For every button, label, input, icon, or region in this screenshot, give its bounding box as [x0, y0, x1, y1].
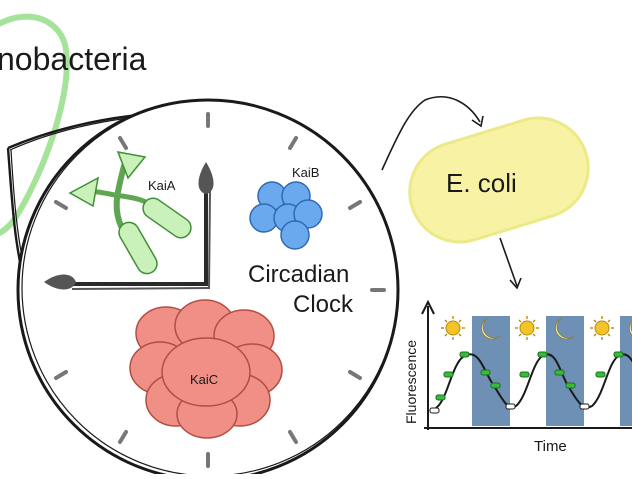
output-arrow [499, 237, 518, 287]
empty-marker [505, 403, 516, 410]
minute-hand-line-2 [71, 287, 211, 290]
kaia-capsule-right [142, 197, 192, 239]
kaic-protein [129, 299, 283, 439]
reporter-marker [490, 382, 501, 389]
kaic-core [161, 337, 251, 407]
kaib-label: KaiB [292, 165, 319, 180]
moon-icon [554, 317, 575, 340]
kaia-protein [68, 151, 192, 275]
tick-8 [54, 370, 68, 380]
sun-icon [590, 316, 614, 340]
y-axis-label: Fluorescence [403, 340, 419, 424]
clock-label-line2: Clock [293, 291, 354, 318]
night-band-3 [620, 316, 632, 426]
tick-5 [288, 430, 298, 444]
kaib-ball-6 [280, 220, 310, 250]
sun-icon-disc [594, 320, 610, 336]
sun-icon-disc [445, 320, 461, 336]
empty-marker [429, 407, 440, 414]
fluorescence-chart [421, 299, 632, 430]
sun-icon [441, 316, 465, 340]
kaib-ball-5 [293, 199, 323, 229]
empty-markers [429, 403, 590, 414]
cyanobacteria-label: nobacteria [0, 41, 147, 77]
reporter-marker [519, 371, 530, 378]
reporter-marker [554, 369, 565, 376]
hour-hand-tip [198, 162, 214, 194]
minute-hand-tip [44, 274, 76, 290]
clock-label-line1: Circadian [248, 261, 349, 288]
tick-7 [118, 430, 128, 444]
transfer-arrowhead [471, 115, 484, 128]
tick-2 [348, 200, 362, 210]
reporter-marker [435, 394, 446, 401]
fluorescence-trace [435, 353, 632, 409]
tick-11 [118, 136, 128, 150]
reporter-marker [565, 382, 576, 389]
reporter-marker [537, 351, 548, 358]
ecoli-label: E. coli [446, 168, 517, 198]
cyanobacterium-cell [0, 13, 70, 236]
kaia-triangle-top [116, 151, 147, 180]
kaia-stem [113, 163, 127, 231]
reporter-markers [435, 351, 624, 401]
kaib-protein [249, 181, 323, 250]
ecoli-cell [408, 116, 590, 244]
tick-1 [288, 136, 298, 150]
transfer-arrow [381, 95, 481, 171]
reporter-marker [480, 369, 491, 376]
tick-4 [348, 370, 362, 380]
sun-icon-disc [519, 320, 535, 336]
moon-icon [628, 320, 632, 336]
empty-marker [579, 403, 590, 410]
kaia-capsule-bottom [118, 221, 158, 275]
kaia-label: KaiA [148, 178, 176, 193]
x-axis-label: Time [534, 438, 567, 455]
reporter-marker [459, 351, 470, 358]
hour-hand-line-2 [208, 189, 211, 289]
reporter-marker [595, 371, 606, 378]
reporter-marker [443, 371, 454, 378]
tick-10 [54, 200, 68, 210]
moon-icon [480, 317, 501, 340]
night-band-1 [472, 316, 510, 426]
y-axis-arrowhead [421, 299, 435, 315]
clock-hands [44, 162, 214, 290]
clock-tick-marks [54, 112, 386, 468]
reporter-marker [613, 351, 624, 358]
kaic-label: KaiC [190, 372, 218, 387]
sun-icon [515, 316, 539, 340]
night-band-2 [546, 316, 584, 426]
output-arrowhead [509, 277, 522, 290]
kaia-triangle-left [68, 176, 100, 208]
